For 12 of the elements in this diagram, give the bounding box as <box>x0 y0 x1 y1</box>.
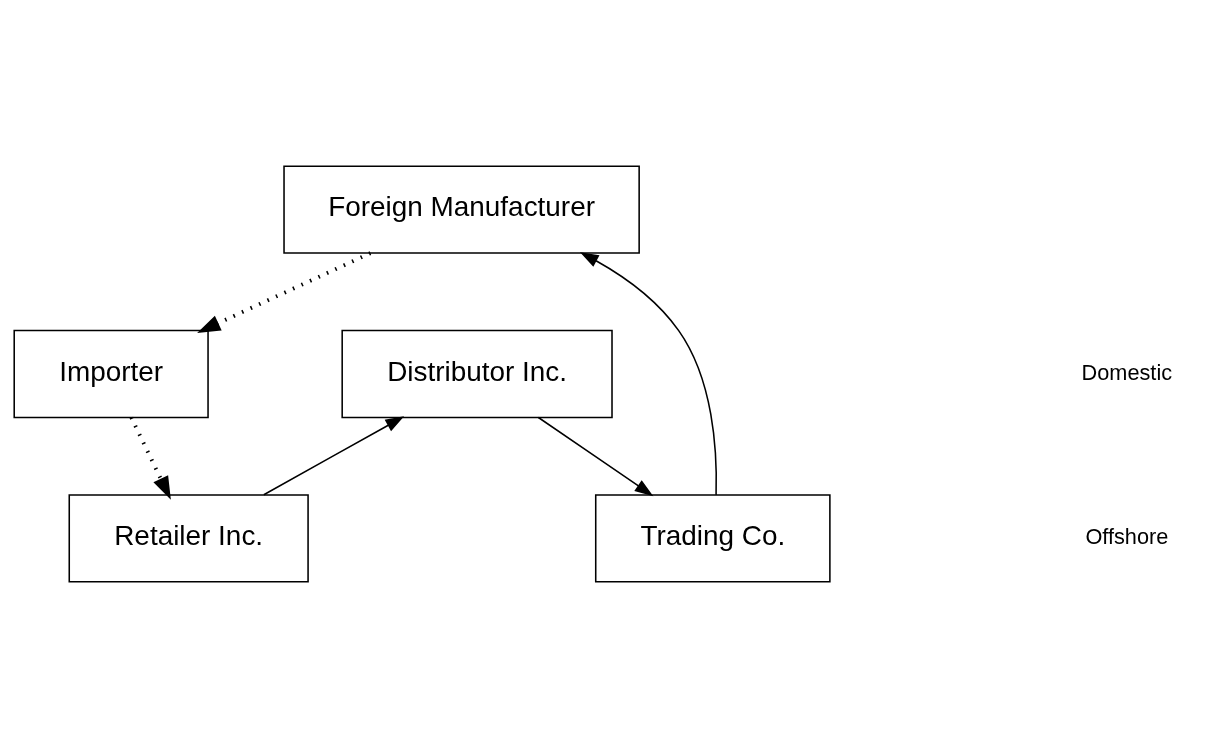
node-box: Trading Co. <box>594 494 831 583</box>
node-box: Distributor Inc. <box>341 329 613 419</box>
arrow <box>537 416 654 497</box>
node-box: Importer <box>13 329 209 419</box>
arrow <box>129 416 171 500</box>
arrow <box>263 416 405 496</box>
label: Domestic <box>1081 359 1173 385</box>
node-box: Foreign Manufacturer <box>283 165 640 254</box>
arrow <box>197 251 372 333</box>
node-box: Retailer Inc. <box>68 494 309 583</box>
arrow <box>579 252 718 496</box>
label: Offshore <box>1085 524 1169 550</box>
